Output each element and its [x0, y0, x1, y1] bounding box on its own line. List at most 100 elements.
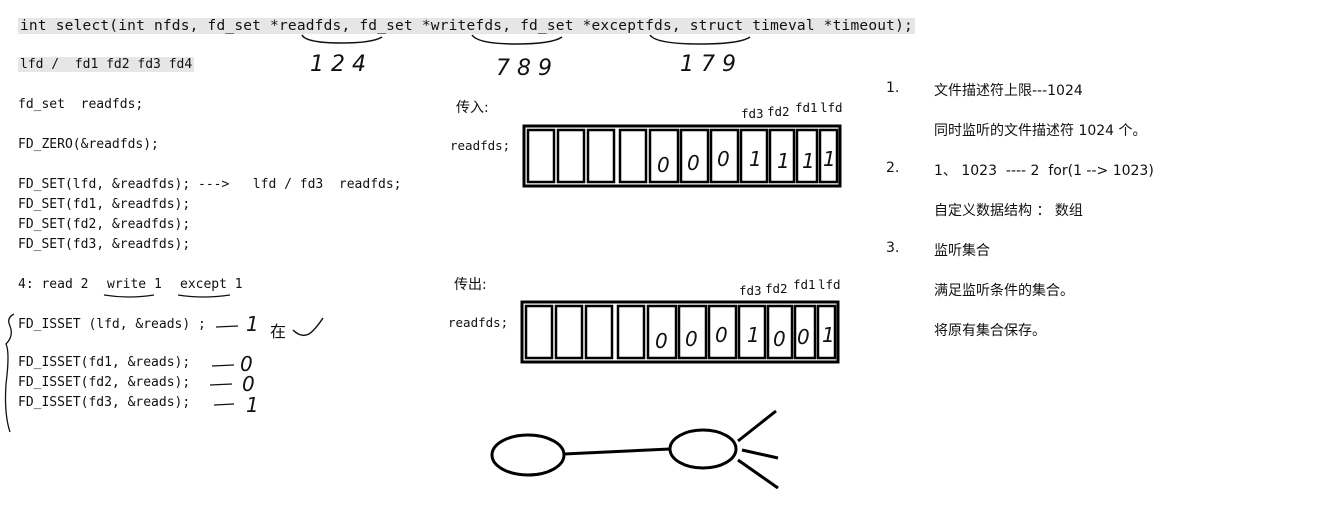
code-isset-lfd: FD_ISSET (lfd, &reads) ; [18, 317, 206, 332]
isset-fd3-dash [213, 403, 235, 406]
note-1-detail: 同时监听的文件描述符 1024 个。 [934, 123, 1147, 139]
incoming-bit: 0 [687, 151, 700, 175]
outgoing-cell [793, 304, 817, 360]
incoming-bit-values: 0 0 0 1 1 1 1 [657, 147, 836, 177]
note-1-number: 1. [886, 80, 900, 96]
outgoing-header-fd3: fd3 [739, 283, 762, 298]
incoming-header-lfd: lfd [820, 100, 843, 115]
isset-lfd-dash [215, 325, 239, 328]
code-fdset-decl: fd_set readfds; [18, 97, 144, 112]
incoming-cell [818, 128, 839, 184]
check-mark [292, 317, 324, 337]
outgoing-bit: 0 [773, 327, 786, 351]
incoming-cell [648, 128, 680, 184]
incoming-cell [586, 128, 616, 184]
incoming-side-label: readfds; [450, 138, 511, 153]
code-fd-set-fd3: FD_SET(fd3, &readfds); [18, 237, 191, 252]
outgoing-cell [707, 304, 738, 360]
select-signature: int select(int nfds, fd_set *readfds, fd… [18, 18, 915, 34]
isset-fd2-result: 0 [242, 372, 255, 396]
outgoing-cell [524, 304, 554, 360]
sketch-ray [737, 458, 779, 490]
outgoing-side-label: readfds; [448, 315, 509, 330]
sketch-ray [737, 409, 777, 443]
outgoing-bit: 1 [822, 323, 835, 347]
incoming-cell [556, 128, 586, 184]
outgoing-bit-values: 0 0 0 1 0 0 1 [655, 323, 835, 353]
code-counts-except: except 1 [180, 277, 243, 292]
incoming-bitmap-cells [526, 128, 839, 184]
fd-list-line: lfd / fd1 fd2 fd3 fd4 [18, 57, 195, 72]
outgoing-bit: 0 [797, 325, 810, 349]
sketch-left-node [490, 433, 566, 477]
incoming-bit: 0 [657, 153, 670, 177]
outgoing-cell [584, 304, 614, 360]
note-3-detail-b: 将原有集合保存。 [934, 323, 1046, 339]
sketch-right-node [668, 428, 738, 470]
isset-fd1-dash [211, 364, 235, 367]
code-fd-set-fd1: FD_SET(fd1, &readfds); [18, 197, 191, 212]
handwritten-in-label: 在 [270, 322, 287, 341]
sketch-connection [563, 447, 671, 456]
outgoing-bit: 0 [685, 327, 698, 351]
handwritten-except-numbers: 1 7 9 [680, 52, 736, 77]
incoming-bit: 1 [777, 149, 790, 173]
outgoing-header-lfd: lfd [818, 277, 841, 292]
note-2-text: 1、 1023 ---- 2 for(1 --> 1023) [934, 163, 1154, 179]
outgoing-cell [646, 304, 678, 360]
outgoing-bitmap-frame [520, 300, 840, 364]
outgoing-cell [616, 304, 646, 360]
outgoing-header-fd1: fd1 [793, 277, 816, 292]
incoming-cell [768, 128, 796, 184]
incoming-cell [679, 128, 710, 184]
outgoing-cell [737, 304, 767, 360]
incoming-cell [795, 128, 819, 184]
isset-brace [4, 313, 15, 433]
incoming-header-fd2: fd2 [767, 104, 790, 119]
write-underline [103, 294, 155, 298]
isset-fd1-result: 0 [240, 352, 253, 376]
readfds-underline-squiggle [301, 34, 383, 44]
handwritten-read-numbers: 1 2 4 [310, 52, 366, 77]
outgoing-bit: 0 [715, 323, 728, 347]
incoming-cell [709, 128, 740, 184]
code-isset-fd3: FD_ISSET(fd3, &reads); [18, 395, 191, 410]
code-fd-zero: FD_ZERO(&readfds); [18, 137, 159, 152]
note-3-text: 监听集合 [934, 243, 990, 259]
incoming-cell [618, 128, 648, 184]
outgoing-bit: 1 [747, 323, 760, 347]
isset-lfd-result: 1 [246, 312, 259, 336]
isset-fd3-result: 1 [246, 393, 259, 417]
outgoing-cell [554, 304, 584, 360]
outgoing-bitmap-cells [524, 304, 837, 360]
incoming-header-fd1: fd1 [795, 100, 818, 115]
incoming-header-fd3: fd3 [741, 106, 764, 121]
except-underline [177, 294, 231, 298]
incoming-bit: 1 [802, 149, 815, 173]
incoming-cell [739, 128, 769, 184]
outgoing-cell [816, 304, 837, 360]
incoming-bit: 1 [749, 147, 762, 171]
code-fd-set-fd2: FD_SET(fd2, &readfds); [18, 217, 191, 232]
code-isset-fd1: FD_ISSET(fd1, &reads); [18, 355, 191, 370]
incoming-bitmap-frame [522, 124, 842, 188]
code-fd-set-lfd: FD_SET(lfd, &readfds); ---> lfd / fd3 re… [18, 177, 402, 192]
note-3-number: 3. [886, 240, 900, 256]
handwritten-write-numbers: 7 8 9 [496, 56, 552, 81]
code-isset-fd2: FD_ISSET(fd2, &reads); [18, 375, 191, 390]
outgoing-bit: 0 [655, 329, 668, 353]
outgoing-title: 传出: [454, 277, 487, 293]
outgoing-cell [766, 304, 794, 360]
sketch-ray [741, 448, 779, 460]
incoming-title: 传入: [456, 100, 489, 116]
incoming-bit: 0 [717, 147, 730, 171]
note-2-detail: 自定义数据结构 ： 数组 [934, 203, 1083, 219]
isset-fd2-dash [209, 383, 233, 386]
exceptfds-underline-squiggle [649, 34, 751, 45]
incoming-cell [526, 128, 556, 184]
note-2-number: 2. [886, 160, 900, 176]
note-1-text: 文件描述符上限---1024 [934, 83, 1083, 99]
writefds-underline-squiggle [471, 34, 563, 45]
incoming-bit: 1 [823, 147, 836, 171]
